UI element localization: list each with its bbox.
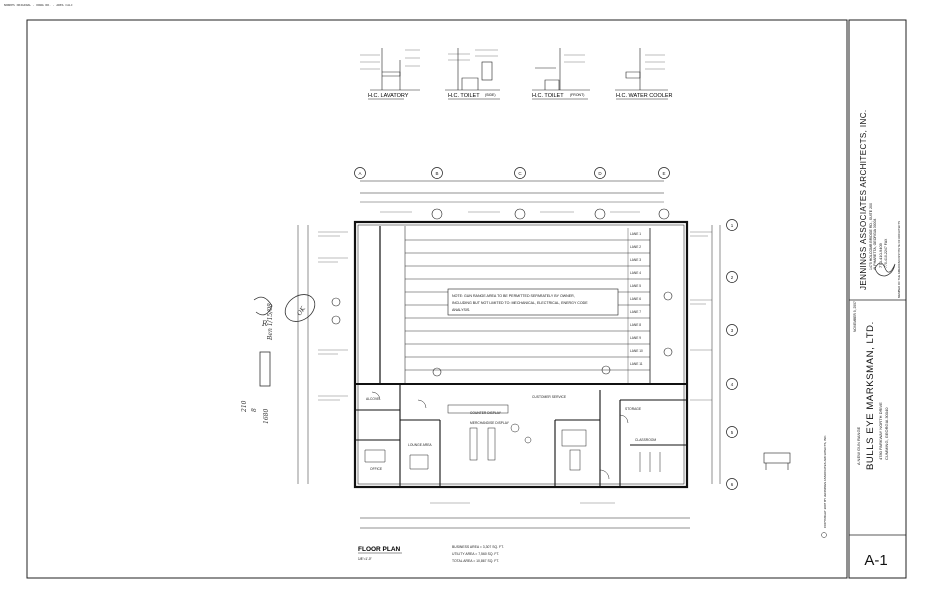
lane-label-5: LANE 5 — [630, 284, 641, 288]
firm-phone: 770-410-9409 — [878, 242, 883, 268]
project-name: BULLS EYE MARKSMAN, LTD. — [865, 321, 876, 470]
handwritten-r: R — [261, 320, 268, 328]
floor-fixtures — [364, 391, 661, 480]
grid-bubble-r3 — [726, 324, 738, 336]
range-lanes — [405, 228, 651, 383]
range-note-line-2: INCLUDING BUT NOT LIMITED TO: MECHANICAL… — [452, 301, 588, 305]
grid-bubble-e — [658, 167, 670, 179]
architect-signature — [874, 262, 896, 277]
grid-label-3: 3 — [731, 328, 734, 333]
equipment-symbols — [331, 208, 673, 377]
room-office: OFFICE — [370, 467, 383, 471]
project-address-1: 4780 PARKWAY NORTH DRIVE — [878, 402, 883, 460]
range-note-line-3: ANALYSIS. — [452, 308, 470, 312]
title-block-frame — [848, 19, 907, 579]
area-business: BUSINESS AREA = 3,307 SQ. FT. — [452, 545, 504, 549]
grid-label-e: E — [662, 171, 665, 176]
room-lounge: LOUNGE AREA — [408, 443, 432, 447]
lane-label-3: LANE 3 — [630, 258, 641, 262]
detail-title-lavatory: H.C. LAVATORY — [368, 93, 409, 99]
grid-label-a: A — [358, 171, 361, 176]
firm-address-2: ALPHARETTA, GEORGIA 30004 — [873, 218, 877, 270]
detail-note-toilet-front: (FRONT) — [570, 93, 584, 97]
room-merchandise: MERCHANDISE DISPLAY — [470, 421, 510, 425]
copyright-note: COPYRIGHT 2007 BY JENNINGS ASSOCIATES AR… — [823, 435, 827, 528]
handwritten-check — [253, 296, 273, 316]
room-alcove: ALCOVE — [366, 397, 380, 401]
lane-label-4: LANE 4 — [630, 271, 641, 275]
area-utility: UTILITY AREA = 7,560 SQ. FT. — [452, 552, 499, 556]
lane-label-7: LANE 7 — [630, 310, 641, 314]
area-total: TOTAL AREA = 10,867 SQ. FT. — [452, 559, 499, 563]
handwritten-8: 8 — [251, 408, 258, 412]
detail-note-toilet-side: (SIDE) — [485, 93, 496, 97]
lane-label-9: LANE 9 — [630, 336, 641, 340]
handwritten-1680: 1680 — [263, 409, 270, 424]
chair-sketch — [763, 452, 791, 470]
grid-label-6: 6 — [731, 482, 734, 487]
grid-label-2: 2 — [731, 275, 734, 280]
callout-notes — [318, 211, 712, 504]
grid-label-5: 5 — [731, 430, 734, 435]
floor-plan-title: FLOOR PLAN — [358, 546, 401, 553]
room-counter-display: COUNTER DISPLAY — [470, 411, 502, 415]
firm-address-1: 1475 HOLCOMB BRIDGE RD., SUITE 200 — [869, 203, 873, 270]
detail-hc-lavatory — [360, 48, 420, 91]
detail-title-toilet-side: H.C. TOILET — [448, 93, 480, 99]
project-kind: A NEW GUN RANGE — [856, 426, 861, 465]
sheet-border — [26, 19, 848, 579]
floor-plan-scale: 1/8"=1'-0" — [358, 557, 372, 561]
grid-bubble-r2 — [726, 271, 738, 283]
project-date: NOVEMBER 9, 2007 — [853, 301, 857, 332]
lane-label-10: LANE 10 — [630, 349, 643, 353]
grid-bubble-r1 — [726, 219, 738, 231]
detail-title-toilet-front: H.C. TOILET — [532, 93, 564, 99]
lane-label-8: LANE 8 — [630, 323, 641, 327]
grid-bubble-b — [431, 167, 443, 179]
sheet-number: A-1 — [864, 552, 887, 569]
range-note-box — [447, 288, 619, 316]
handwritten-approval: Ben 1/15/08 — [267, 303, 274, 341]
grid-bubble-r5 — [726, 426, 738, 438]
project-address-2: CUMMING, GEORGIA 30040 — [884, 407, 889, 460]
lower-floor-rooms — [356, 384, 687, 487]
firm-name: JENNINGS ASSOCIATES ARCHITECTS, INC. — [859, 109, 868, 290]
column-grid — [297, 167, 738, 529]
handwritten-circle-stamp — [284, 294, 316, 322]
lane-label-2: LANE 2 — [630, 245, 641, 249]
grid-label-4: 4 — [731, 382, 734, 387]
lane-label-1: LANE 1 — [630, 232, 641, 236]
range-note-line-1: NOTE: GUN RANGE AREA TO BE PERMITTED SEP… — [452, 294, 575, 298]
handwritten-box — [259, 351, 271, 387]
firm-member-note: MEMBER OF THE AMERICAN INSTITUTE OF ARCH… — [897, 221, 901, 298]
grid-label-c: C — [518, 171, 522, 176]
lane-label-11: LANE 11 — [630, 362, 643, 366]
building-walls — [353, 220, 689, 489]
handwritten-annotations — [253, 294, 316, 387]
handwritten-ok: OK — [296, 305, 307, 317]
header-tiny-text: NORKES ORIGINAL · DRWG NO. · AREA CALC — [4, 3, 73, 7]
grid-bubble-d — [594, 167, 606, 179]
room-customer-service: CUSTOMER SERVICE — [532, 395, 567, 399]
grid-bubble-r4 — [726, 378, 738, 390]
detail-hc-water-cooler — [615, 48, 668, 91]
grid-label-d: D — [598, 171, 602, 176]
handwritten-210: 210 — [241, 400, 248, 413]
firm-fax: 770-410-2247 FAX — [884, 238, 888, 268]
grid-label-b: B — [435, 171, 438, 176]
detail-title-water-cooler: H.C. WATER COOLER — [616, 93, 673, 99]
grid-bubble-r6 — [726, 478, 738, 490]
grid-label-1: 1 — [731, 223, 734, 228]
grid-bubble-a — [354, 167, 366, 179]
detail-hc-toilet-side — [445, 48, 500, 91]
room-classroom: CLASSROOM — [635, 438, 656, 442]
grid-bubble-c — [514, 167, 526, 179]
lane-label-6: LANE 6 — [630, 297, 641, 301]
detail-hc-toilet-front — [532, 48, 590, 91]
room-storage: STORAGE — [625, 407, 642, 411]
